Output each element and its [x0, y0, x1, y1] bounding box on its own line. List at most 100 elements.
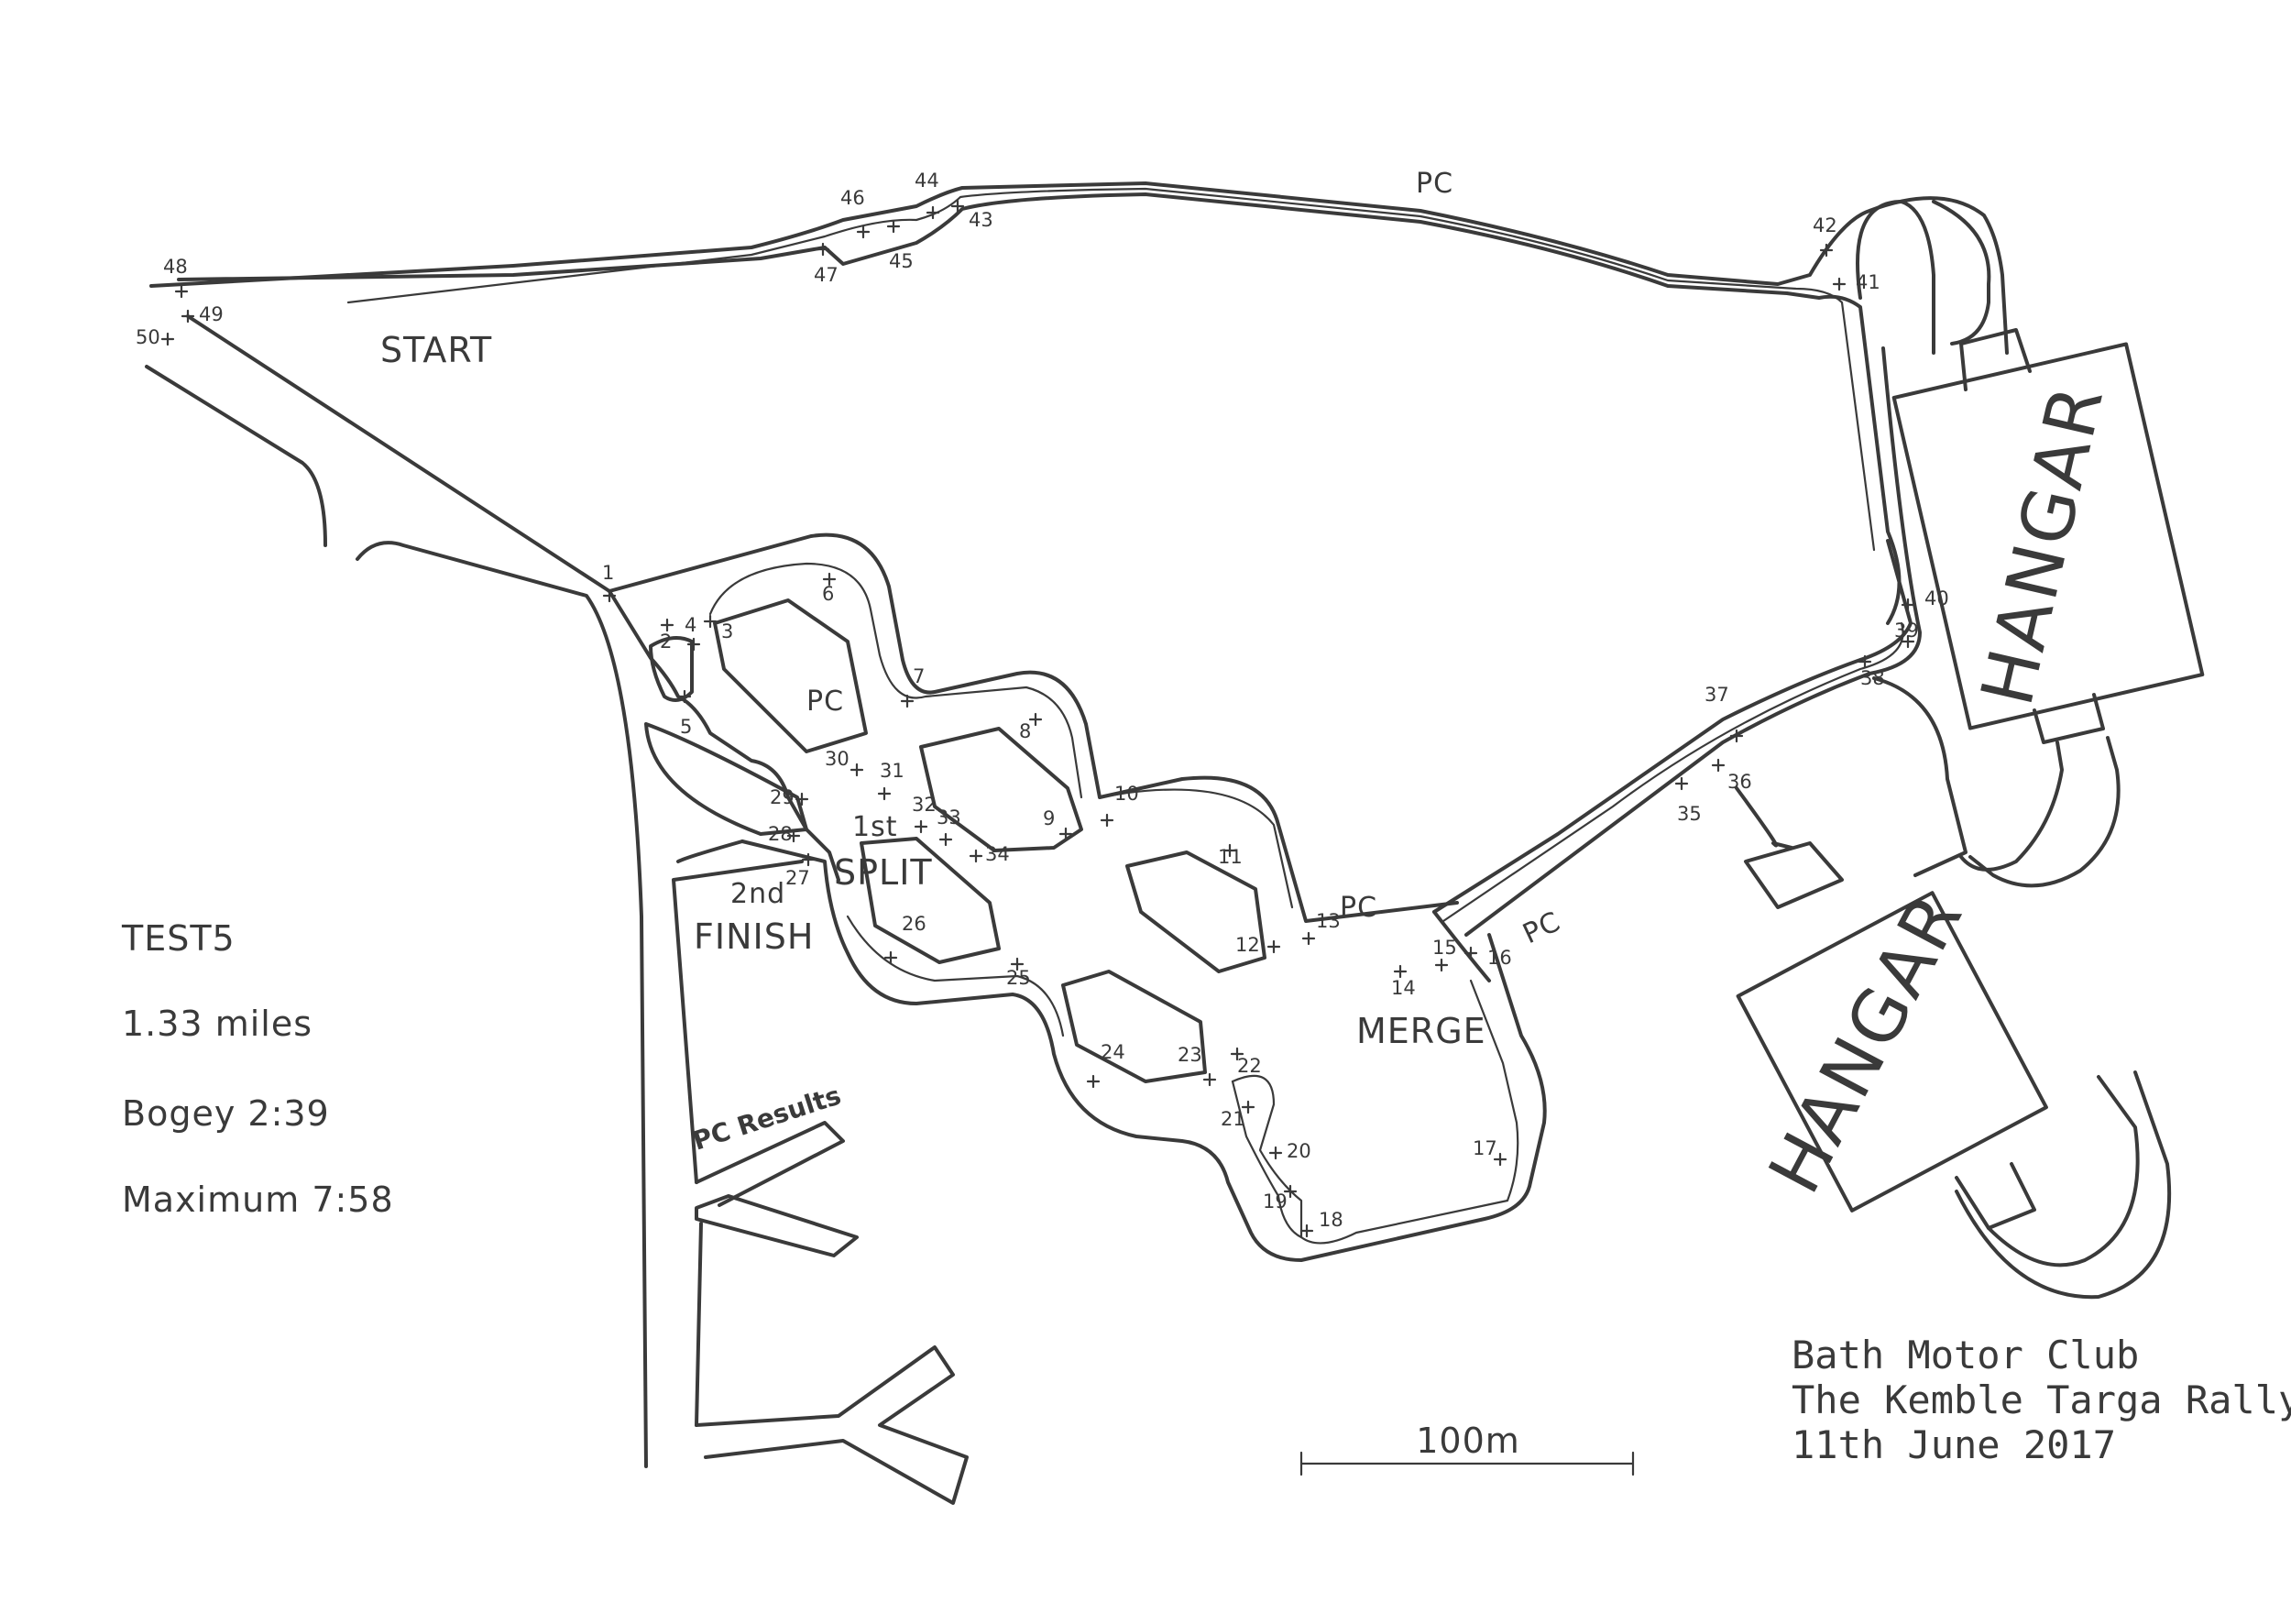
waypoint-label-20: 20: [1287, 1140, 1311, 1162]
waypoint-marker: [822, 572, 837, 587]
waypoint-marker: [816, 242, 830, 257]
waypoint-label-30: 30: [825, 748, 850, 770]
waypoint-label-23: 23: [1178, 1044, 1202, 1066]
waypoint-marker: [1301, 931, 1316, 946]
waypoint-label-9: 9: [1043, 807, 1055, 829]
waypoint-label-5: 5: [680, 716, 692, 738]
test-bogey: Bogey 2:39: [122, 1093, 330, 1134]
waypoint-label-34: 34: [985, 843, 1010, 865]
waypoint-marker: [1901, 634, 1915, 649]
waypoint-label-2: 2: [660, 631, 672, 653]
waypoint-marker: [801, 852, 816, 867]
waypoint-label-25: 25: [1006, 967, 1031, 989]
hangar-top: HANGAR: [1891, 200, 2205, 888]
label-merge: MERGE: [1356, 1011, 1486, 1051]
waypoint-label-3: 3: [721, 620, 733, 642]
waypoint-label-12: 12: [1235, 934, 1260, 956]
label-pc-middle: PC: [1340, 892, 1377, 924]
waypoint-marker: [1230, 1047, 1244, 1061]
waypoint-label-22: 22: [1237, 1055, 1262, 1077]
waypoint-marker: [883, 950, 898, 965]
waypoint-marker: [850, 763, 864, 777]
waypoint-label-7: 7: [913, 665, 925, 687]
waypoint-marker: [1283, 1184, 1298, 1199]
return-road: [1432, 346, 1968, 937]
waypoint-marker: [1832, 277, 1847, 291]
label-start: START: [380, 330, 492, 370]
waypoint-marker: [1268, 1146, 1283, 1160]
test-maximum: Maximum 7:58: [122, 1180, 394, 1220]
waypoint-marker: [926, 205, 940, 220]
waypoint-marker: [786, 828, 801, 843]
waypoint-label-21: 21: [1221, 1108, 1245, 1130]
waypoint-marker: [1393, 964, 1408, 979]
waypoint-label-46: 46: [840, 187, 865, 209]
waypoint-marker: [181, 309, 195, 324]
bottom-loop: [1231, 979, 1519, 1245]
waypoint-label-32: 32: [912, 794, 937, 816]
waypoint-label-26: 26: [902, 913, 926, 935]
waypoint-marker: [1241, 1100, 1255, 1114]
waypoint-label-13: 13: [1316, 910, 1341, 932]
waypoint-marker: [950, 199, 965, 214]
waypoint-label-10: 10: [1114, 783, 1139, 805]
waypoint-marker: [1493, 1152, 1507, 1167]
waypoint-marker: [1901, 598, 1915, 612]
waypoint-label-6: 6: [822, 583, 834, 605]
waypoint-label-40: 40: [1924, 587, 1949, 609]
waypoint-marker: [1299, 1223, 1314, 1238]
waypoint-marker: [969, 849, 983, 863]
label-finish: FINISH: [694, 916, 814, 957]
label-second: 2nd: [730, 878, 785, 910]
waypoint-marker: [886, 219, 901, 234]
waypoint-marker: [174, 284, 189, 299]
waypoint-marker: [602, 588, 617, 603]
waypoint-label-24: 24: [1101, 1041, 1125, 1063]
waypoint-label-45: 45: [889, 250, 914, 272]
waypoint-label-29: 29: [770, 786, 795, 808]
label-split: SPLIT: [834, 852, 933, 893]
test-info: TEST5 1.33 miles Bogey 2:39 Maximum 7:58: [121, 918, 394, 1220]
waypoint-label-42: 42: [1813, 214, 1837, 236]
event-club: Bath Motor Club: [1792, 1333, 2139, 1377]
access-roads: [145, 314, 969, 1505]
waypoint-marker: [1819, 243, 1834, 258]
waypoint-marker: [1434, 958, 1449, 972]
start-straight: [149, 181, 2009, 625]
waypoint-label-39: 39: [1894, 620, 1919, 642]
waypoint-marker: [1100, 813, 1114, 828]
waypoint-label-50: 50: [136, 326, 160, 348]
test-distance: 1.33 miles: [122, 1004, 312, 1044]
waypoint-marker: [1028, 712, 1043, 727]
waypoint-marker: [1086, 1074, 1101, 1089]
waypoint-label-17: 17: [1473, 1137, 1497, 1159]
waypoint-label-19: 19: [1263, 1191, 1288, 1213]
scale-label: 100m: [1416, 1421, 1520, 1461]
waypoint-label-4: 4: [685, 614, 696, 636]
waypoint-marker: [1729, 729, 1744, 743]
course-islands: [644, 598, 1266, 1083]
label-pc-top: PC: [1416, 168, 1453, 200]
scale-bar: 100m: [1299, 1421, 1635, 1476]
waypoint-marker: [1222, 843, 1237, 858]
waypoint-marker: [795, 792, 809, 807]
waypoint-label-31: 31: [880, 760, 904, 782]
event-rally: The Kemble Targa Rally: [1792, 1377, 2291, 1422]
label-pc-results: PC Results: [689, 1080, 845, 1156]
waypoint-label-33: 33: [937, 807, 961, 828]
waypoint-marker: [1202, 1072, 1217, 1087]
waypoint-label-8: 8: [1019, 720, 1031, 742]
waypoint-label-18: 18: [1319, 1209, 1343, 1231]
waypoint-marker: [677, 689, 692, 704]
waypoint-label-38: 38: [1860, 667, 1885, 689]
waypoint-marker: [938, 832, 953, 847]
waypoint-marker: [703, 614, 718, 629]
event-info: Bath Motor Club The Kemble Targa Rally 1…: [1792, 1333, 2291, 1467]
waypoint-label-28: 28: [768, 823, 793, 845]
course-outer: [608, 532, 1547, 1262]
event-date: 11th June 2017: [1792, 1422, 2116, 1467]
waypoint-marker: [1463, 946, 1478, 960]
